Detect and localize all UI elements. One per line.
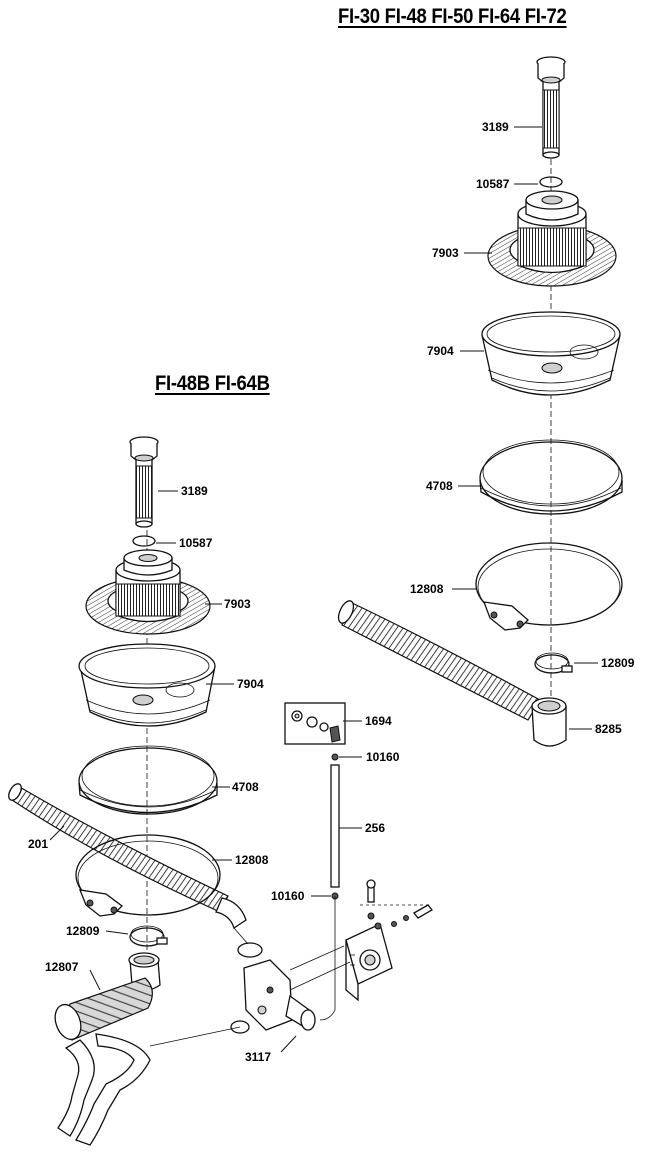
model-heading-top: FI-30 FI-48 FI-50 FI-64 FI-72 [338,5,567,28]
left-part-12807-foam-filter [54,952,161,1146]
center-part-mount-bracket [345,923,393,1002]
leader-c-3117 [280,1035,297,1053]
label-l-4708: 4708 [232,780,259,794]
label-r-10587: 10587 [476,177,510,191]
label-l-7904: 7904 [237,677,264,691]
center-part-256-rod [330,764,340,888]
left-part-7903-cage [85,549,211,635]
leader-l-12807 [89,969,101,991]
right-part-7903-cage [487,190,617,287]
label-l-12807: 12807 [45,960,79,974]
label-l-12809: 12809 [66,924,100,938]
label-r-8285: 8285 [595,722,622,736]
left-part-12808-band-clamp [75,834,221,917]
right-part-3189-filter-tube [536,56,566,159]
center-part-screws [360,879,433,930]
right-part-12808-band-clamp [475,542,623,631]
left-part-201-hose [8,783,247,930]
right-part-12809-small-clamp [534,652,573,674]
center-part-1694-float-hardware [284,702,346,745]
label-r-3189: 3189 [482,120,509,134]
label-r-12809: 12809 [601,656,635,670]
left-part-12809-small-clamp [129,925,168,947]
right-part-7904-lid [481,311,621,396]
label-c-3117: 3117 [245,1050,271,1064]
left-part-4708-gasket [78,745,218,815]
label-c-10160-bottom: 10160 [271,889,305,903]
left-part-10587-o-ring [132,535,156,547]
label-l-12808: 12808 [235,853,269,867]
center-part-10160-top-ring [331,753,339,761]
label-r-7903: 7903 [432,246,459,260]
leader-l-201 [49,825,65,841]
center-part-3117-valve-body [230,942,316,1034]
label-r-4708: 4708 [426,479,453,493]
right-part-8285-hose [337,600,567,747]
label-c-256: 256 [365,821,385,835]
label-l-201: 201 [28,837,48,851]
left-part-3189-filter-tube [129,436,159,528]
leader-l-12809 [105,930,129,935]
model-heading-left: FI-48B FI-64B [155,372,270,395]
center-connector-lines [149,896,351,1047]
label-l-3189: 3189 [181,484,208,498]
right-part-4708-gasket [479,439,623,515]
label-c-1694: 1694 [365,714,392,728]
label-l-10587: 10587 [179,536,213,550]
label-r-12808: 12808 [410,582,444,596]
left-part-7904-lid [78,643,216,727]
right-part-10587-o-ring [539,176,563,188]
label-l-7903: 7903 [224,597,251,611]
label-r-7904: 7904 [427,344,454,358]
label-c-10160-top: 10160 [366,750,400,764]
